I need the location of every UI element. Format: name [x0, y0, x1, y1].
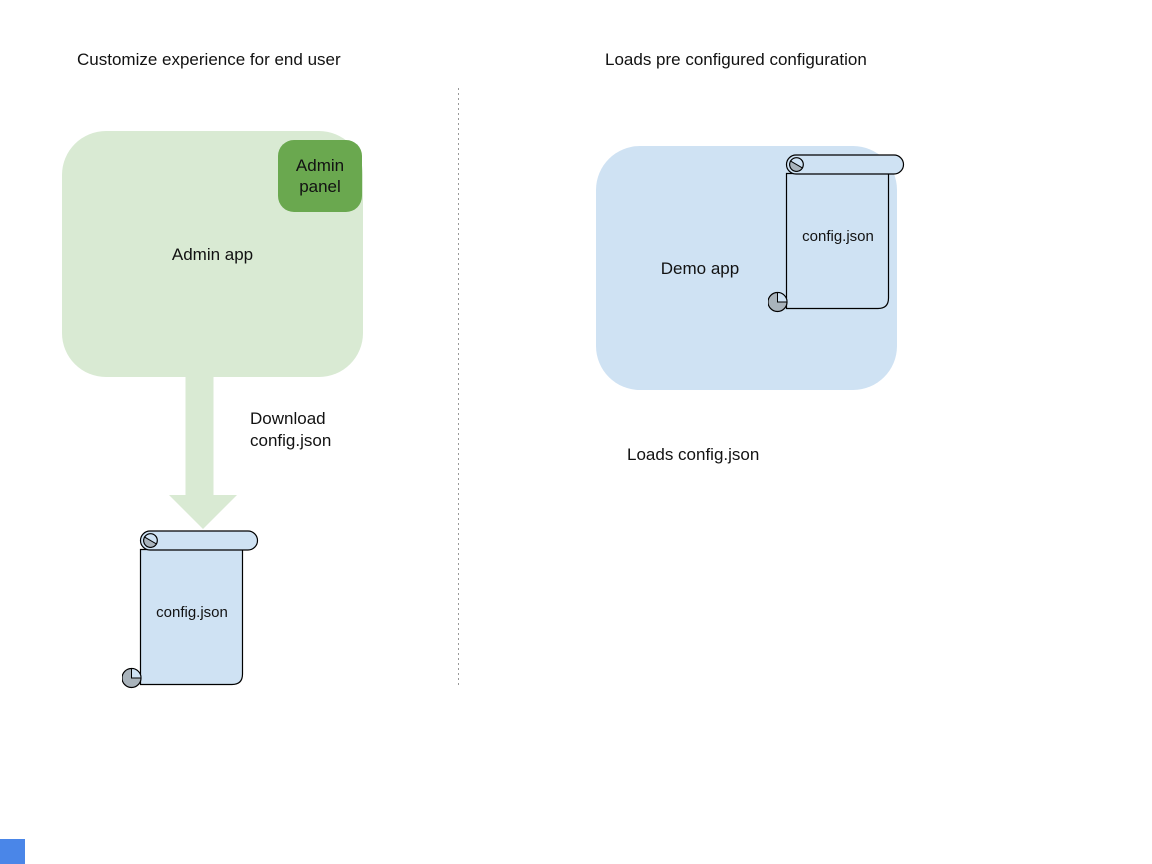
demo-app-label-wrap: Demo app	[596, 146, 804, 390]
download-caption: Download config.json	[250, 409, 332, 450]
right-section-title: Loads pre configured configuration	[605, 50, 867, 69]
loads-caption: Loads config.json	[627, 445, 760, 464]
config-scroll-shape-left	[122, 530, 259, 689]
config-file-label-right: config.json	[802, 228, 874, 245]
corner-blue-square	[0, 839, 25, 864]
section-divider	[458, 88, 459, 686]
left-section-title: Customize experience for end user	[77, 50, 341, 69]
admin-panel-label: Admin panel	[295, 156, 345, 196]
demo-app-label: Demo app	[660, 258, 740, 278]
download-arrow-icon	[169, 376, 237, 529]
config-file-label-left: config.json	[156, 604, 228, 621]
admin-panel-shape: Admin panel	[278, 140, 362, 212]
admin-app-label: Admin app	[171, 244, 254, 264]
config-scroll-shape-right	[768, 154, 905, 313]
